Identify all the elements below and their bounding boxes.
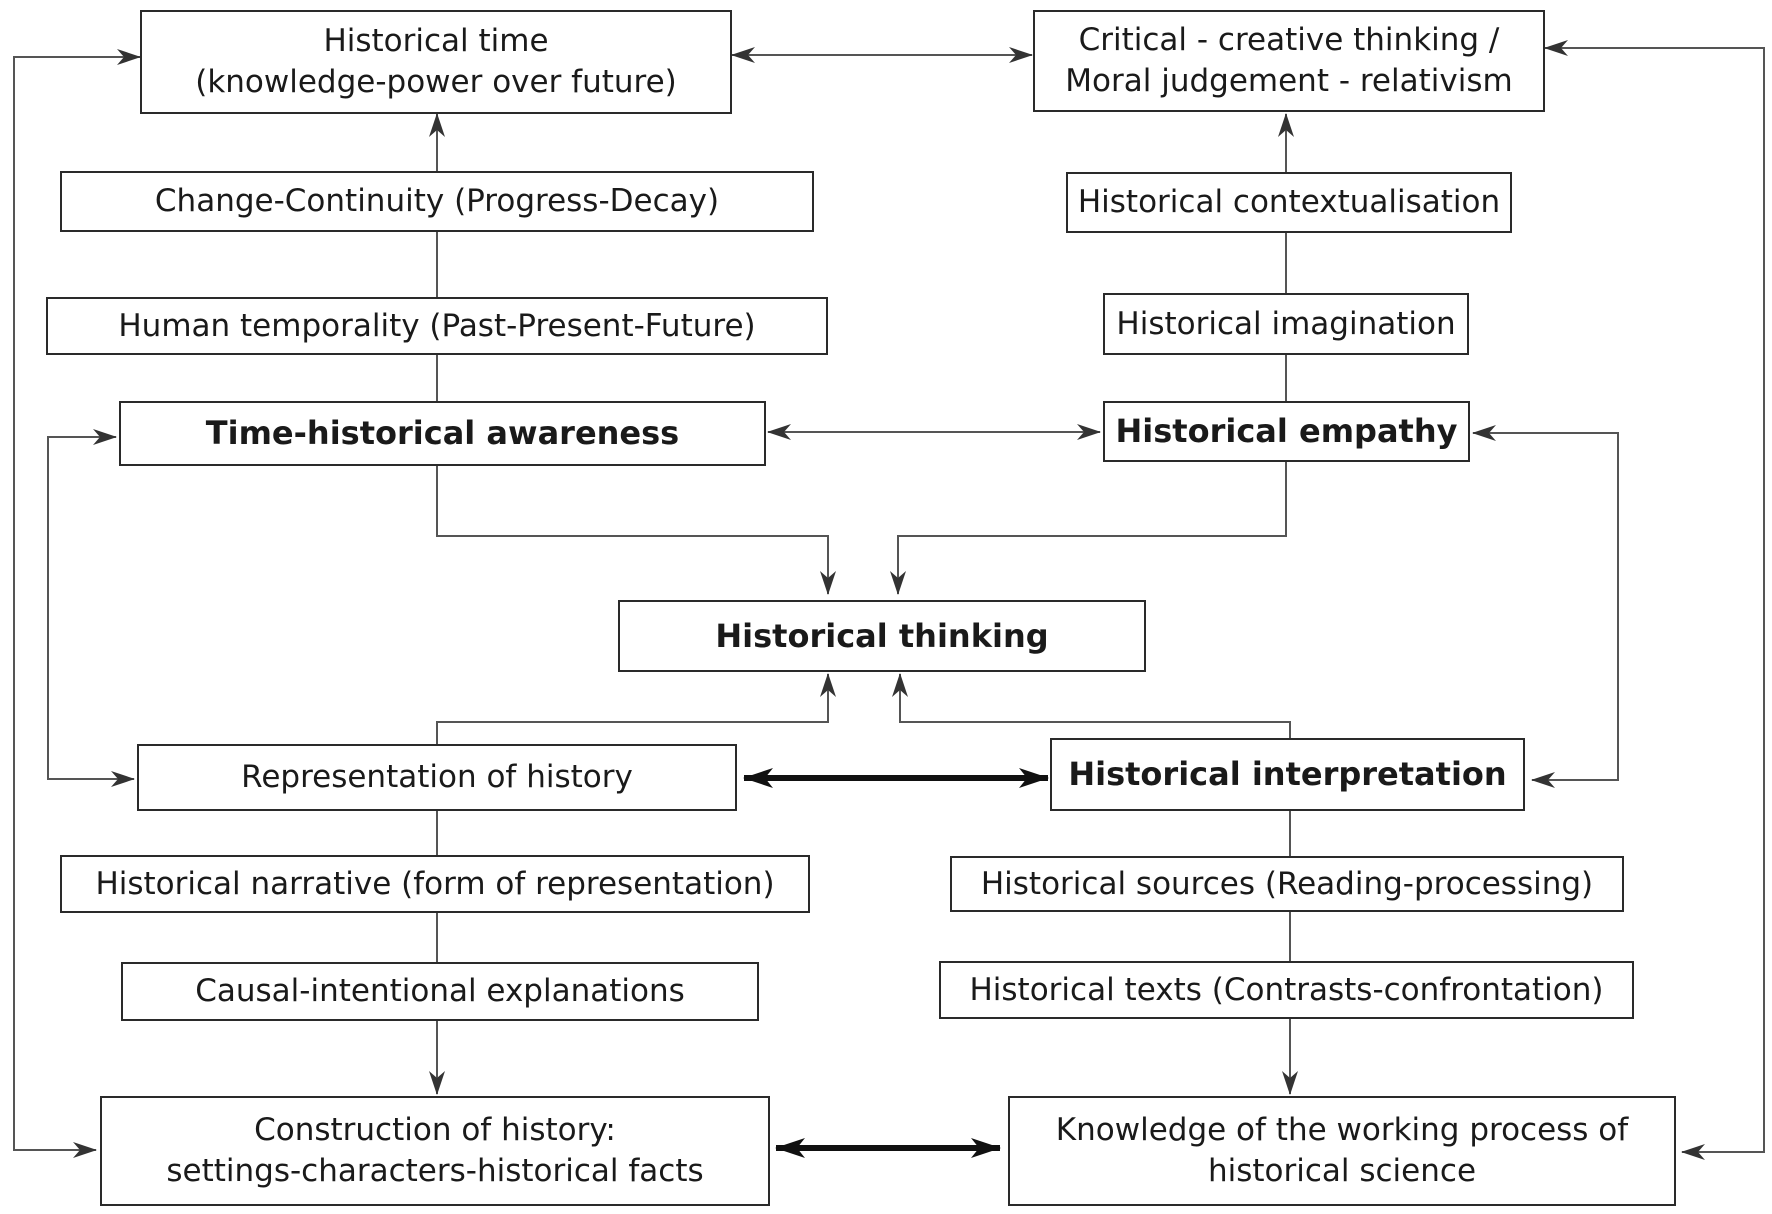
awareness-representation-loop xyxy=(47,429,135,787)
outer-right-connector xyxy=(1544,40,1765,1160)
node-human-temporality: Human temporality (Past-Present-Future) xyxy=(46,297,828,355)
node-representation-of-history-label: Representation of history xyxy=(241,759,633,795)
node-historical-texts: Historical texts (Contrasts-confrontatio… xyxy=(939,961,1634,1019)
node-historical-narrative-label: Historical narrative (form of representa… xyxy=(95,865,775,902)
node-change-continuity-label: Change-Continuity (Progress-Decay) xyxy=(154,183,720,219)
node-causal-intentional-label: Causal-intentional explanations xyxy=(195,973,685,1009)
node-knowledge-working-process-line1: Knowledge of the working process of xyxy=(1055,1112,1629,1148)
node-historical-texts-label: Historical texts (Contrasts-confrontatio… xyxy=(969,971,1604,1008)
node-historical-thinking: Historical thinking xyxy=(618,600,1146,672)
node-knowledge-working-process: Knowledge of the working process of hist… xyxy=(1008,1096,1676,1206)
node-human-temporality-label: Human temporality (Past-Present-Future) xyxy=(118,307,756,344)
node-critical-thinking-line1: Critical - creative thinking / xyxy=(1078,22,1500,58)
node-historical-thinking-label: Historical thinking xyxy=(715,616,1049,655)
node-historical-narrative: Historical narrative (form of representa… xyxy=(60,855,810,913)
empathy-to-thinking xyxy=(890,462,1287,595)
node-time-historical-awareness-label: Time-historical awareness xyxy=(205,414,680,452)
node-historical-imagination-label: Historical imagination xyxy=(1116,305,1456,342)
node-historical-time-line1: Historical time xyxy=(323,23,549,59)
node-time-historical-awareness: Time-historical awareness xyxy=(119,401,766,466)
outer-left-connector xyxy=(13,49,141,1158)
representation-to-thinking xyxy=(436,673,836,744)
node-historical-contextualisation-label: Historical contextualisation xyxy=(1077,184,1501,220)
node-historical-time: Historical time (knowledge-power over fu… xyxy=(140,10,732,114)
interpretation-to-thinking xyxy=(892,673,1291,738)
node-knowledge-working-process-line2: historical science xyxy=(1207,1153,1477,1189)
node-construction-of-history: Construction of history: settings-charac… xyxy=(100,1096,770,1206)
node-historical-imagination: Historical imagination xyxy=(1103,293,1469,355)
node-critical-thinking: Critical - creative thinking / Moral jud… xyxy=(1033,10,1545,112)
awareness-to-thinking xyxy=(436,466,836,595)
node-change-continuity: Change-Continuity (Progress-Decay) xyxy=(60,171,814,232)
node-historical-sources-label: Historical sources (Reading-processing) xyxy=(980,865,1594,902)
node-historical-empathy-label: Historical empathy xyxy=(1115,412,1458,450)
node-historical-empathy: Historical empathy xyxy=(1103,401,1470,462)
node-representation-of-history: Representation of history xyxy=(137,744,737,811)
empathy-interpretation-loop xyxy=(1472,425,1619,788)
node-historical-time-line2: (knowledge-power over future) xyxy=(195,64,677,100)
node-historical-interpretation: Historical interpretation xyxy=(1050,738,1525,811)
node-historical-sources: Historical sources (Reading-processing) xyxy=(950,856,1624,912)
node-causal-intentional: Causal-intentional explanations xyxy=(121,962,759,1021)
node-historical-interpretation-label: Historical interpretation xyxy=(1068,755,1507,793)
node-construction-of-history-line2: settings-characters-historical facts xyxy=(166,1153,704,1189)
node-critical-thinking-line2: Moral judgement - relativism xyxy=(1065,63,1513,99)
node-construction-of-history-line1: Construction of history: xyxy=(254,1112,616,1148)
node-historical-contextualisation: Historical contextualisation xyxy=(1066,172,1512,233)
